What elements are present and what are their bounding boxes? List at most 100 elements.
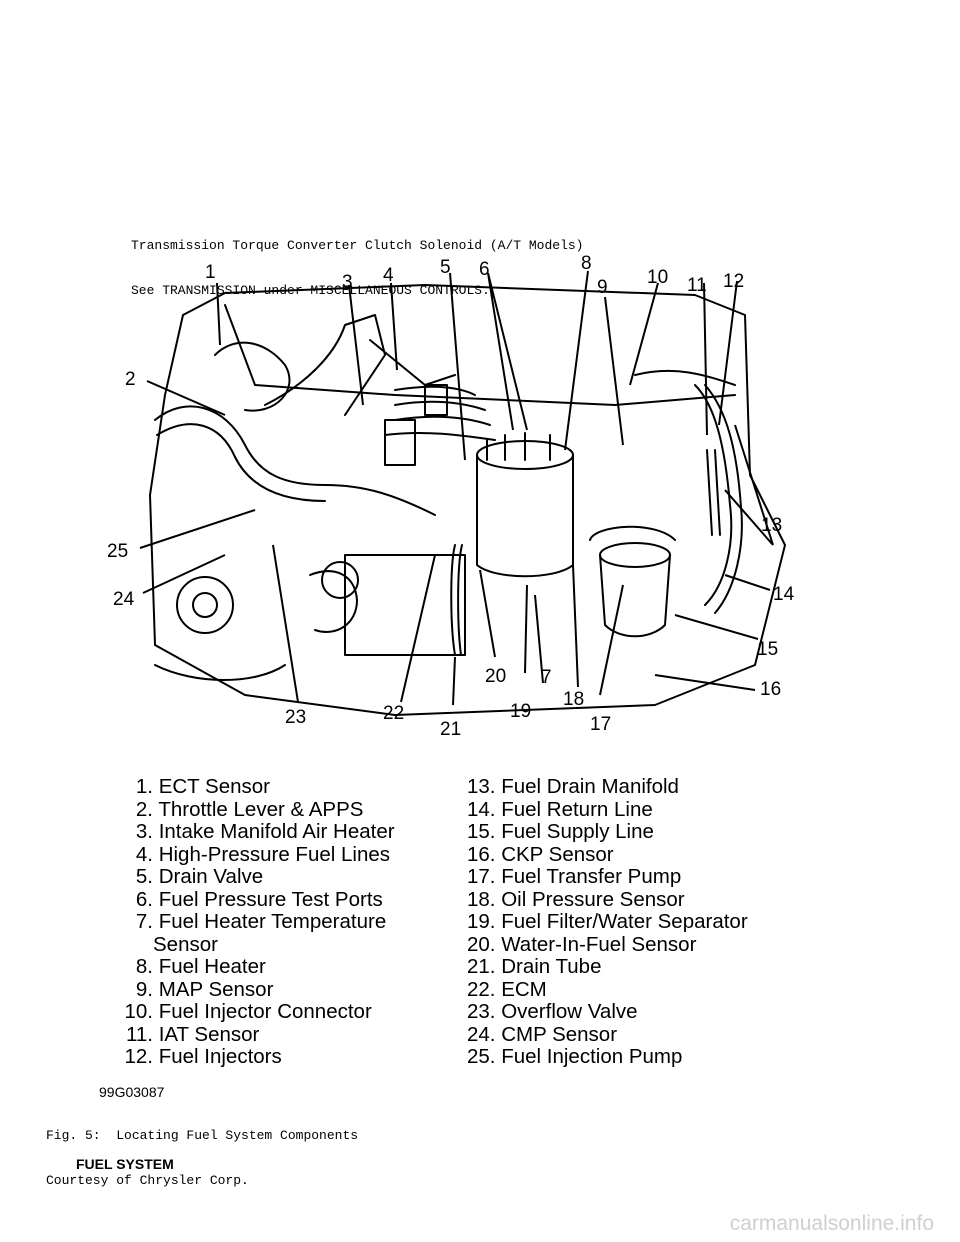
legend-label: CKP Sensor [501, 842, 614, 866]
legend-number: 8. [135, 955, 153, 978]
legend-number: 5. [135, 865, 153, 888]
legend-number: 9. [135, 977, 153, 1001]
legend-item: 19. Fuel Filter/Water Separator [467, 910, 748, 934]
callout-10: 10 [647, 267, 668, 288]
legend-label: Fuel Injectors [158, 1045, 282, 1068]
callout-2: 2 [125, 369, 136, 390]
legend-label: Overflow Valve [501, 1000, 638, 1023]
legend-label: MAP Sensor [158, 977, 274, 1001]
figure-code: 99G03087 [99, 1084, 165, 1100]
legend-item: 24. CMP Sensor [467, 1022, 748, 1047]
legend-label: Oil Pressure Sensor [501, 887, 685, 911]
legend-number: 10. [124, 1000, 154, 1023]
header-line-1: Transmission Torque Converter Clutch Sol… [131, 238, 584, 253]
legend-item: 9. MAP Sensor [109, 977, 395, 1002]
figure-caption: Fig. 5: Locating Fuel System Components … [46, 1098, 358, 1203]
legend-label: Throttle Lever & APPS [158, 797, 364, 821]
legend-item: 10. Fuel Injector Connector [109, 1000, 395, 1024]
engine-illustration [149, 284, 786, 716]
legend-item: 2. Throttle Lever & APPS [109, 797, 395, 822]
watermark: carmanualsonline.info [729, 1212, 934, 1235]
legend-number: 2. [135, 797, 153, 821]
callout-23: 23 [285, 707, 306, 728]
legend-item: 21. Drain Tube [467, 955, 748, 979]
legend-label: High-Pressure Fuel Lines [158, 842, 390, 866]
legend-item: 23. Overflow Valve [467, 1000, 748, 1024]
callout-24: 24 [113, 589, 135, 610]
legend-number: 6. [135, 887, 153, 911]
callout-21: 21 [440, 719, 461, 740]
callout-6: 6 [479, 259, 490, 280]
callout-22: 22 [383, 703, 404, 724]
engine-diagram: 1 2 3 4 5 6 7 8 9 10 11 12 13 14 15 16 1… [107, 253, 795, 740]
legend-number: 13. [467, 775, 496, 798]
legend-number: 4. [135, 842, 153, 866]
legend-number: 1. [135, 775, 153, 798]
legend-item: 7. Fuel Heater Temperature [109, 910, 395, 934]
legend-label: IAT Sensor [158, 1022, 260, 1046]
callout-14: 14 [773, 584, 795, 605]
legend-item-continuation: Sensor [153, 932, 218, 956]
legend-label: ECM [501, 977, 547, 1001]
callout-15: 15 [757, 639, 778, 660]
legend-number: 22. [467, 977, 496, 1001]
legend-item: 18. Oil Pressure Sensor [467, 887, 748, 912]
legend-item: 1. ECT Sensor [109, 775, 395, 799]
legend-item: 22. ECM [467, 977, 748, 1002]
legend-item: 16. CKP Sensor [467, 842, 748, 867]
callout-4: 4 [383, 265, 394, 286]
legend-item: 8. Fuel Heater [109, 955, 395, 979]
legend-label: Water-In-Fuel Sensor [501, 932, 697, 956]
legend-label: Fuel Heater [158, 955, 266, 978]
legend-label: CMP Sensor [501, 1022, 618, 1046]
legend-number: 23. [467, 1000, 496, 1023]
legend-number: 7. [135, 910, 153, 933]
callout-20: 20 [485, 666, 506, 687]
legend-label: Drain Tube [501, 955, 602, 978]
legend-item: 11. IAT Sensor [109, 1022, 395, 1047]
legend-label: Fuel Filter/Water Separator [501, 910, 748, 933]
legend-item: 17. Fuel Transfer Pump [467, 865, 748, 889]
legend-label: ECT Sensor [158, 775, 270, 798]
callout-11: 11 [687, 275, 707, 296]
legend-number: 21. [467, 955, 496, 978]
legend-item: 3. Intake Manifold Air Heater [109, 820, 395, 844]
legend-label: Fuel Transfer Pump [501, 865, 682, 888]
legend-number: 24. [467, 1022, 496, 1046]
leader-lines [139, 270, 774, 706]
legend-number: 3. [135, 820, 153, 843]
legend-label: Drain Valve [158, 865, 264, 888]
legend-item: 14. Fuel Return Line [467, 797, 748, 822]
legend-item: 13. Fuel Drain Manifold [467, 775, 748, 799]
legend-label: Intake Manifold Air Heater [158, 820, 395, 843]
callout-numbers: 1 2 3 4 5 6 7 8 9 10 11 12 13 14 15 16 1… [107, 253, 795, 740]
legend-number: 14. [467, 797, 496, 821]
callout-1: 1 [205, 262, 216, 283]
legend-left-column: 1. ECT Sensor 2. Throttle Lever & APPS 3… [109, 775, 395, 1069]
legend-label: Fuel Heater Temperature [158, 910, 387, 933]
legend-item: 4. High-Pressure Fuel Lines [109, 842, 395, 867]
callout-9: 9 [597, 277, 608, 298]
legend-label: Fuel Return Line [501, 797, 653, 821]
section-footer: FUEL SYSTEM [76, 1156, 174, 1172]
callout-8: 8 [581, 253, 592, 274]
legend-item: 20. Water-In-Fuel Sensor [467, 932, 748, 957]
legend-label: Fuel Injection Pump [501, 1045, 683, 1068]
legend-item: 15. Fuel Supply Line [467, 820, 748, 844]
legend-item: 5. Drain Valve [109, 865, 395, 889]
legend-item: 12. Fuel Injectors [109, 1045, 395, 1069]
callout-25: 25 [107, 541, 128, 562]
legend-number: 25. [467, 1045, 496, 1068]
legend-number: 18. [467, 887, 496, 911]
callout-12: 12 [723, 271, 744, 292]
callout-18: 18 [563, 689, 584, 710]
legend-label: Fuel Pressure Test Ports [158, 887, 383, 911]
legend-item: 6. Fuel Pressure Test Ports [109, 887, 395, 912]
callout-5: 5 [440, 257, 451, 278]
legend-number: 20. [467, 932, 496, 956]
legend-right-column: 13. Fuel Drain Manifold 14. Fuel Return … [467, 775, 748, 1069]
callout-16: 16 [760, 679, 781, 700]
callout-19: 19 [510, 701, 531, 722]
legend-number: 16. [467, 842, 496, 866]
legend-label: Fuel Drain Manifold [501, 775, 679, 798]
